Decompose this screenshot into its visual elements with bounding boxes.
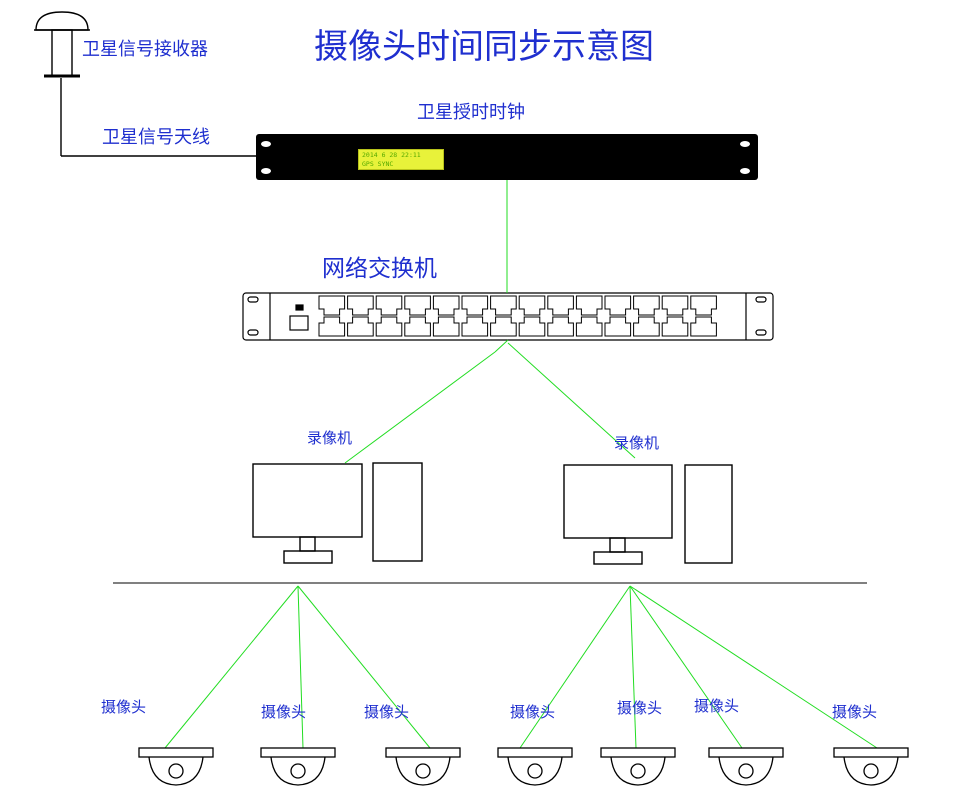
link-cam-1: [164, 585, 299, 749]
time-server-label: 卫星授时时钟: [417, 102, 525, 123]
link-cam-7: [629, 585, 878, 749]
switch-port: [575, 295, 603, 316]
display-line-2: GPS SYNC: [362, 160, 394, 168]
cameras: [138, 747, 909, 786]
camera-1-label: 摄像头: [101, 698, 147, 716]
link-switch-recorder-2: [507, 342, 636, 459]
gps-antenna-label: 卫星信号天线: [102, 127, 210, 148]
switch-port: [604, 316, 632, 337]
recorder-1-label: 录像机: [307, 429, 353, 447]
switch-port: [461, 295, 489, 316]
switch-port: [690, 316, 717, 337]
camera-1-icon: [138, 747, 214, 786]
switch-port: [347, 295, 374, 316]
recorder-2-label: 录像机: [614, 434, 660, 452]
switch-port: [318, 316, 346, 337]
switch-port: [575, 316, 603, 337]
camera-4-icon: [497, 747, 573, 786]
link-cam-5: [629, 585, 637, 749]
switch-port: [547, 295, 574, 316]
network-links: [164, 180, 878, 749]
switch-port: [661, 316, 689, 337]
switch-port: [318, 295, 346, 316]
switch-port: [432, 295, 460, 316]
switch-port: [347, 316, 374, 337]
time-server-display: 2014 6 28 22:11 GPS SYNC: [358, 149, 444, 170]
switch-port: [518, 295, 546, 316]
camera-5-label: 摄像头: [617, 699, 663, 717]
camera-6-label: 摄像头: [694, 697, 740, 715]
switch-port: [633, 316, 660, 337]
gps-receiver-icon: [34, 11, 258, 157]
switch-port: [490, 295, 517, 316]
switch-port: [633, 295, 660, 316]
diagram-title: 摄像头时间同步示意图: [314, 27, 654, 67]
switch-port: [490, 316, 517, 337]
camera-7-label: 摄像头: [832, 703, 878, 721]
time-server-device: [256, 134, 758, 180]
switch-port: [690, 295, 717, 316]
camera-4-label: 摄像头: [510, 703, 556, 721]
link-switch-drop: [494, 339, 509, 353]
camera-3-label: 摄像头: [364, 703, 410, 721]
switch-port: [604, 295, 632, 316]
switch-port: [432, 316, 460, 337]
camera-3-icon: [385, 747, 461, 786]
switch-port: [404, 316, 431, 337]
camera-2-label: 摄像头: [261, 703, 307, 721]
switch-port: [404, 295, 431, 316]
switch-label: 网络交换机: [322, 256, 437, 282]
camera-5-icon: [600, 747, 676, 786]
camera-7-icon: [833, 747, 909, 786]
switch-ports: [318, 295, 717, 337]
link-cam-2: [297, 585, 304, 749]
link-cam-6: [629, 585, 743, 749]
gps-receiver-label: 卫星信号接收器: [82, 39, 208, 60]
switch-port: [461, 316, 489, 337]
camera-2-icon: [260, 747, 336, 786]
switch-port: [375, 295, 403, 316]
camera-6-icon: [708, 747, 784, 786]
display-line-1: 2014 6 28 22:11: [362, 151, 421, 159]
switch-port: [547, 316, 574, 337]
switch-port: [375, 316, 403, 337]
link-cam-3: [297, 585, 431, 749]
recorder-2: [563, 464, 733, 565]
link-cam-4: [519, 585, 631, 749]
switch-port: [518, 316, 546, 337]
recorder-1: [252, 462, 423, 564]
link-switch-recorder-1: [344, 351, 496, 464]
switch-port: [661, 295, 689, 316]
